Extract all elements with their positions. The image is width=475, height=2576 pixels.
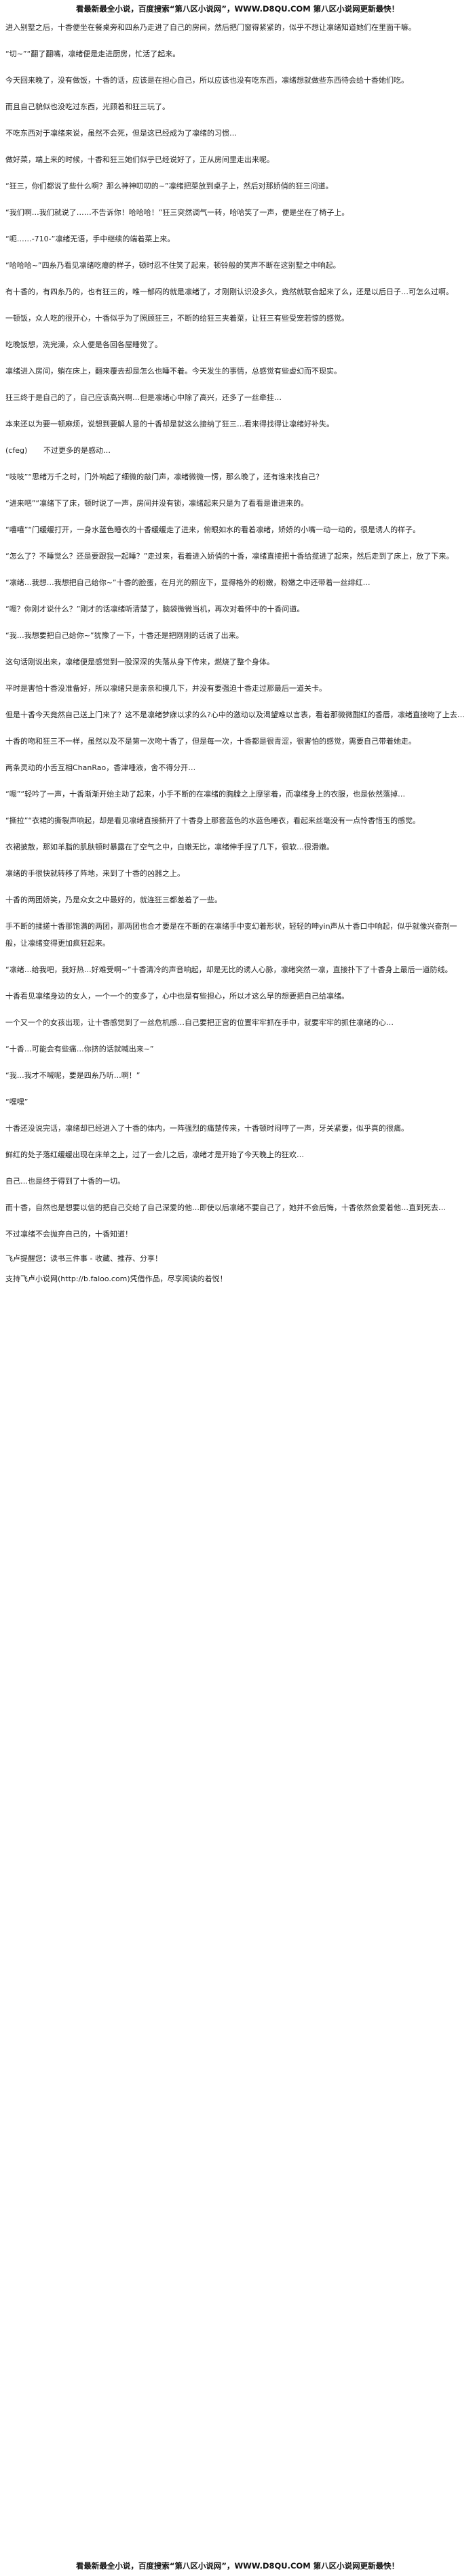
- paragraph: “切~”“翻了翻嘴，凛绪便是走进厨房，忙活了起来。: [5, 49, 180, 58]
- paragraph: “吱吱”“思绪万千之时，门外响起了细微的敲门声，凛绪微微一愣，那么晚了，还有谁来…: [5, 472, 324, 481]
- paragraph: 但是十香今天竟然自己送上门来了？这不是凛绪梦寐以求的么?心中的激动以及渴望难以言…: [5, 710, 465, 719]
- paragraph: (cfeg) 不过更多的是感动…: [5, 446, 111, 455]
- paragraph: 本来还以为要一顿麻烦，说想到要解人意的十香却是就这么接纳了狂三…看来得找得让凛绪…: [5, 420, 334, 428]
- paragraph: 一顿饭，众人吃的很开心，十香似乎为了照顾狂三，不断的给狂三夹着菜，让狂三有些受宠…: [5, 314, 349, 323]
- paragraph: 两条灵动的小舌互相ChanRao，香津唾液，舍不得分开…: [5, 763, 196, 772]
- top-banner[interactable]: 看最新最全小说，百度搜索“第八区小说网”，WWW.D8QU.COM 第八区小说网…: [75, 4, 400, 14]
- paragraph: 不过凛绪不会抛弃自己的，十香知道！: [5, 1230, 132, 1239]
- paragraph: 进入别墅之后，十香便坐在餐桌旁和四糸乃走进了自己的房间，然后把门窗得紧紧的，似乎…: [5, 23, 416, 32]
- paragraph: “凛绪…给我吧，我好热…好难受啊~”十香清冷的声音响起，却是无比的诱人心脉，凛绪…: [5, 965, 453, 974]
- paragraph: 吃晚饭想，洗完澡，众人便是各回各屋睡觉了。: [5, 340, 162, 349]
- paragraph: 而十香，自然也是想要以信的把自己交给了自己深爱的他…即使以后凛绪不要自己了，她并…: [5, 1203, 446, 1212]
- paragraph: “我…我才不喊呢，要是四糸乃听…啊！”: [5, 1071, 140, 1080]
- paragraph: “撕拉”“衣裙的撕裂声响起，却是看见凛绪直接撕开了十香身上那套蓝色的水蓝色睡衣，…: [5, 816, 421, 825]
- paragraph: 狂三终于是自己的了，自己应该高兴啊…但是凛绪心中除了高兴，还多了一丝牵挂…: [5, 393, 282, 402]
- paragraph: 平时是害怕十香没准备好，所以凛绪只是亲亲和摸几下，并没有要强迫十香走过那最后一道…: [5, 684, 326, 693]
- paragraph: 十香的吻和狂三不一样，虽然以及不是第一次吻十香了，但是每一次，十香都是很青涩，很…: [5, 737, 416, 746]
- paragraph: “十香…可能会有些痛…你挤的话就喊出来~”: [5, 1045, 154, 1053]
- paragraph: 这句话刚说出来，凛绪便是感觉到一股深深的失落从身下传来，燃烧了整个身体。: [5, 658, 274, 666]
- paragraph: 自己…也是终于得到了十香的一切。: [5, 1177, 125, 1186]
- paragraph: 不吃东西对于凛绪来说，虽然不会死，但是这已经成为了凛绪的习惯…: [5, 129, 237, 138]
- paragraph: 手不断的揉搓十香那饱满的两团，那两团也合才要是在不断的在凛绪手中变幻着形状，轻轻…: [5, 922, 457, 948]
- paragraph: “呃……-710-”凛绪无语，手中继续的端着菜上来。: [5, 235, 175, 243]
- paragraph: 衣裙披散，那如羊脂的肌肤顿时暴露在了空气之中，白嫩无比，凛绪伸手捏了几下，很软……: [5, 843, 334, 851]
- paragraph: 今天回来晚了，没有做饭，十香的话，应该是在担心自己，所以应该也没有吃东西，凛绪想…: [5, 76, 408, 85]
- paragraph: 十香看见凛绪身边的女人，一个一个的变多了，心中也是有些担心，所以才这么早的想要把…: [5, 992, 349, 1001]
- paragraph: 凛绪进入房间，躺在床上，翻来覆去却是怎么也睡不着。今天发生的事情，总感觉有些虚幻…: [5, 367, 341, 376]
- bottom-banner[interactable]: 看最新最全小说，百度搜索“第八区小说网”，WWW.D8QU.COM 第八区小说网…: [75, 2561, 400, 2571]
- chapter-content: 进入别墅之后，十香便坐在餐桌旁和四糸乃走进了自己的房间，然后把门窗得紧紧的，似乎…: [5, 19, 470, 1243]
- paragraph: “我…我想要把自己给你~”犹豫了一下，十香还是把刚刚的话说了出来。: [5, 631, 244, 640]
- paragraph: “凛绪…我想…我想把自己给你~”十香的脸蛋，在月光的照应下，显得格外的粉嫩，粉嫩…: [5, 578, 370, 587]
- reading-tip: 飞卢提醒您：读书三件事 - 收藏、推荐、分享！: [5, 1254, 162, 1263]
- paragraph: “嗯”“轻吟了一声，十香渐渐开始主动了起来，小手不断的在凛绪的胸膛之上摩挲着，而…: [5, 790, 406, 799]
- paragraph: “狂三，你们都说了些什么啊？那么神神叨叨的~”凛绪把菜放到桌子上，然后对那娇俏的…: [5, 182, 333, 190]
- paragraph: “嗯？你刚才说什么？”刚才的话凛绪听清楚了，脑袋微微当机，再次对着怀中的十香问道…: [5, 605, 305, 613]
- paragraph: 做好菜，端上来的时候，十香和狂三她们似乎已经说好了，正从房间里走出来呢。: [5, 155, 274, 164]
- paragraph: “怎么了？不睡觉么？还是要跟我一起睡？”走过来，看着进入娇俏的十香，凛绪直接把十…: [5, 552, 454, 561]
- paragraph: 有十香的，有四糸乃的，也有狂三的，唯一郁闷的就是凛绪了，才刚刚认识没多久，竟然就…: [5, 287, 453, 296]
- paragraph: 鲜红的处子落红缓缓出现在床单之上，过了一会儿之后，凛绪才是开始了今天晚上的狂欢…: [5, 1150, 304, 1159]
- paragraph: “嘿嘿”: [5, 1098, 28, 1106]
- paragraph: “进来吧”“凛绪下了床，顿时说了一声，房间并没有锁，凛绪起来只是为了看看是谁进来…: [5, 499, 309, 508]
- chapter-footer: 飞卢提醒您：读书三件事 - 收藏、推荐、分享！ 支持飞卢小说网(http://b…: [5, 1252, 470, 1286]
- support-line[interactable]: 支持飞卢小说网(http://b.faloo.com)凭借作品，尽享阅读的着悦！: [5, 1274, 227, 1283]
- paragraph: 十香的两团娇笑，乃是众女之中最好的，就连狂三都差着了一些。: [5, 895, 222, 904]
- paragraph: “哈哈哈~”四糸乃看见凛绪吃瘪的样子，顿时忍不住笑了起来，顿铃般的笑声不断在这别…: [5, 261, 341, 270]
- paragraph: 一个又一个的女孩出现，让十香感觉到了一丝危机感…自己要把正宫的位置牢牢抓在手中，…: [5, 1018, 394, 1027]
- paragraph: 而且自己貌似也没吃过东西，光顾着和狂三玩了。: [5, 102, 170, 111]
- paragraph: “我们啊…我们就说了……不告诉你！哈哈哈！”狂三突然调气一转，哈哈笑了一声，便是…: [5, 208, 349, 217]
- paragraph: “嘻嘻”“门缓缓打开，一身水蓝色睡衣的十香缓缓走了进来，俯眼如水的看着凛绪，矫娇…: [5, 525, 421, 534]
- paragraph: 凛绪的手很快就转移了阵地，来到了十香的凶器之上。: [5, 869, 185, 878]
- paragraph: 十香还没说完话，凛绪却已经进入了十香的体内，一阵强烈的痛楚传来，十香顿时闷哼了一…: [5, 1124, 408, 1133]
